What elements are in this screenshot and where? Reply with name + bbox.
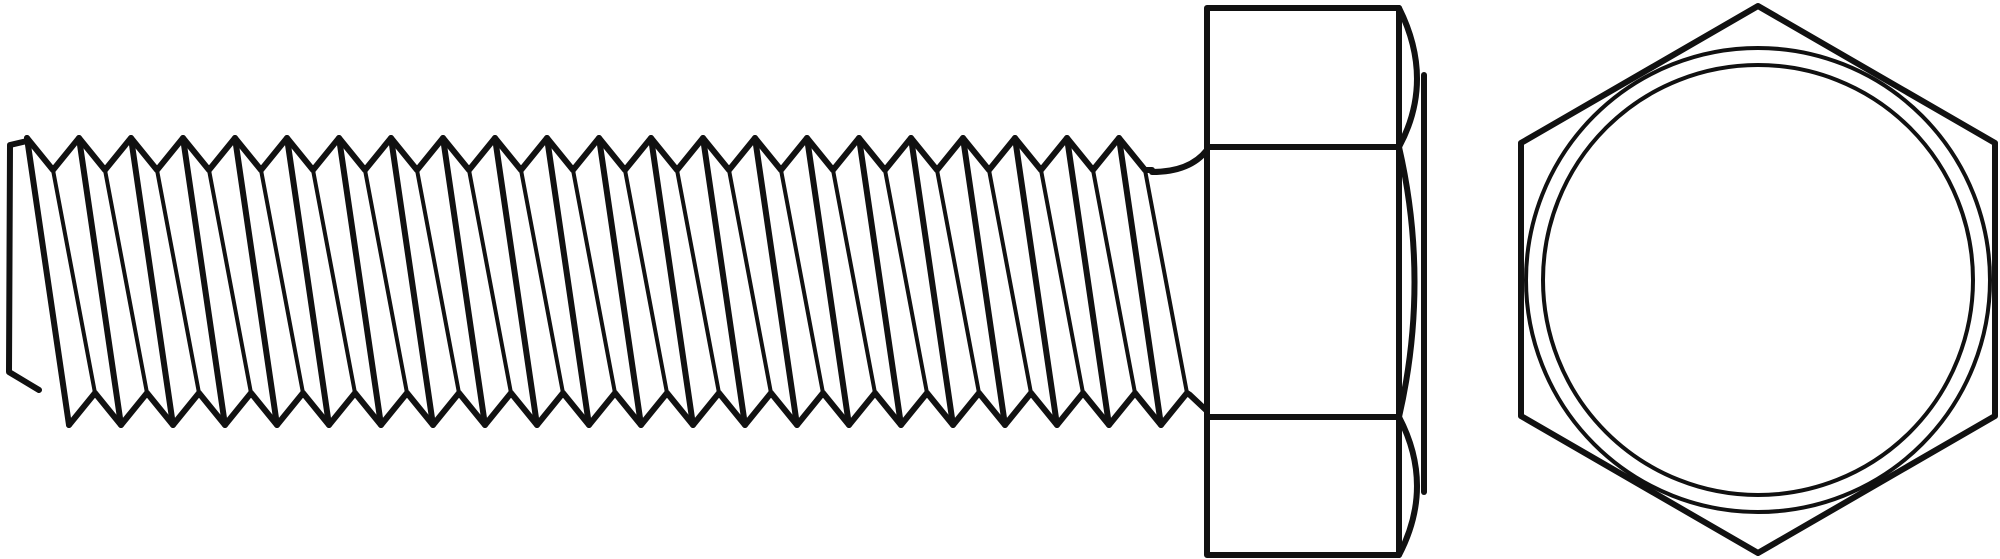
thread-crest-line <box>1012 135 1060 428</box>
thread-root-line <box>779 168 825 395</box>
head-chamfer-arc-bottom <box>1396 414 1420 558</box>
thread-root-line <box>883 168 929 395</box>
thread-root-line <box>1091 168 1137 395</box>
thread-root-line <box>1143 168 1189 395</box>
thread-root-line <box>103 168 149 395</box>
head-chamfer-arc-middle <box>1396 144 1418 420</box>
thread-root-line <box>363 168 409 395</box>
thread-crest-line <box>492 135 540 428</box>
thread-root-line <box>935 168 981 395</box>
thread-crest-line <box>128 135 176 428</box>
thread-root-line <box>155 168 201 395</box>
thread-crest-line <box>24 135 72 428</box>
thread-crest-lines <box>24 135 1164 428</box>
hex-outline <box>1518 3 1998 556</box>
hex-head-side <box>1204 5 1427 558</box>
thread-crest-line <box>284 135 332 428</box>
thread-crest-line <box>804 135 852 428</box>
thread-crest-line <box>1064 135 1112 428</box>
shank-head-fillet <box>1149 147 1210 175</box>
thread-crest-line <box>336 135 384 428</box>
thread-crest-line <box>596 135 644 428</box>
threaded-shank <box>6 135 1210 428</box>
thread-crest-line <box>388 135 436 428</box>
thread-root-line <box>519 168 565 395</box>
thread-root-line <box>311 168 357 395</box>
thread-crest-line <box>180 135 228 428</box>
thread-root-line <box>623 168 669 395</box>
thread-root-line <box>51 168 97 395</box>
chamfer-circle-outer <box>1524 46 1992 514</box>
thread-root-line <box>415 168 461 395</box>
head-outline <box>1204 5 1402 558</box>
thread-crest-line <box>856 135 904 428</box>
thread-crest-line <box>440 135 488 428</box>
thread-crest-line <box>752 135 800 428</box>
thread-crest-line <box>1116 135 1164 428</box>
bolt-side-view <box>6 5 1427 558</box>
thread-crest-line <box>960 135 1008 428</box>
thread-root-line <box>467 168 513 395</box>
thread-root-line <box>831 168 877 395</box>
thread-root-line <box>207 168 253 395</box>
head-chamfer-arc-top <box>1396 5 1420 150</box>
thread-crest-line <box>648 135 696 428</box>
thread-root-line <box>987 168 1033 395</box>
thread-root-line <box>259 168 305 395</box>
thread-root-lines <box>51 168 1189 395</box>
thread-crest-line <box>908 135 956 428</box>
bolt-end-view <box>1518 3 1998 556</box>
thread-crest-line <box>232 135 280 428</box>
thread-crest-line <box>76 135 124 428</box>
thread-crest-line <box>544 135 592 428</box>
thread-root-line <box>571 168 617 395</box>
shank-tip <box>6 138 42 393</box>
thread-root-line <box>675 168 721 395</box>
thread-crest-line <box>700 135 748 428</box>
chamfer-circle-inner <box>1541 63 1975 497</box>
thread-root-line <box>1039 168 1085 395</box>
thread-root-line <box>727 168 773 395</box>
